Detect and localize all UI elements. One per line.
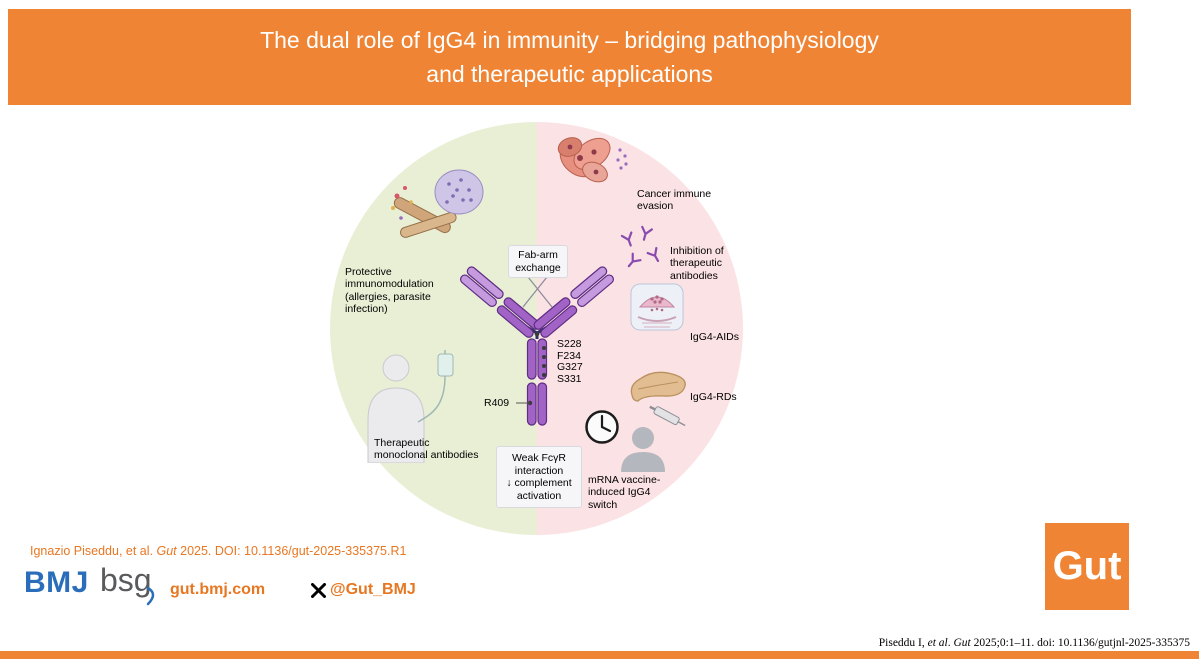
residue-s331-label: S331: [557, 373, 582, 386]
bottom-citation-author: Piseddu I,: [878, 637, 928, 649]
gut-journal-logo: Gut: [1045, 523, 1129, 610]
igg4-antibody-diagram: [460, 266, 614, 426]
residue-g327-label: G327: [557, 361, 583, 374]
fab-arm-exchange-box: Fab-arm exchange: [508, 245, 568, 279]
inhibition-therapeutic-antibodies-label: Inhibition of therapeutic antibodies: [670, 245, 724, 282]
bottom-citation-journal: Gut: [953, 637, 971, 649]
bmj-logo: BMJ: [24, 566, 89, 599]
pancreas-icon: [630, 371, 686, 402]
mrna-vaccine-switch-label: mRNA vaccine- induced IgG4 switch: [588, 474, 661, 511]
citation-authors: Ignazio Piseddu, et al.: [30, 544, 157, 558]
residue-f234-label: F234: [557, 349, 581, 362]
citation-journal: Gut: [156, 544, 177, 558]
vaccinated-person-icon: [621, 405, 686, 472]
bsg-logo: bsg: [100, 562, 152, 598]
bottom-citation-etal: et al: [927, 637, 948, 649]
gut-logo-text: Gut: [1052, 544, 1122, 588]
residue-r409-label: R409: [484, 397, 510, 409]
clock-icon: [585, 410, 619, 444]
therapeutic-antibodies-label: Therapeutic monoclonal antibodies: [374, 437, 479, 462]
cancer-cells-icon: [557, 137, 628, 183]
cancer-immune-evasion-label: Cancer immune evasion: [637, 188, 712, 213]
title-banner: The dual role of IgG4 in immunity – brid…: [8, 9, 1131, 105]
page-title: The dual role of IgG4 in immunity – brid…: [260, 26, 879, 88]
twitter-handle: @Gut_BMJ: [330, 581, 416, 598]
bottom-citation: Piseddu I, et al. Gut 2025;0:1–11. doi: …: [879, 637, 1190, 649]
bottom-accent-bar: [0, 651, 1199, 659]
antibody-cluster-icon: [620, 225, 660, 268]
residue-s228-label: S228: [557, 338, 582, 350]
citation-doi: 2025. DOI: 10.1136/gut-2025-335375.R1: [176, 544, 407, 558]
bottom-citation-sep: .: [947, 637, 954, 649]
syringe-icon: [649, 405, 686, 427]
citation-line: Ignazio Piseddu, et al. Gut 2025. DOI: 1…: [30, 544, 406, 558]
residue-labels: S228 F234 G327 S331: [557, 338, 583, 386]
patient-infusion-icon: [367, 350, 454, 463]
x-social-icon: [311, 583, 326, 598]
protective-immunomodulation-label: Protective immunomodulation (allergies, …: [345, 266, 434, 315]
igg4-rds-label: IgG4-RDs: [690, 391, 737, 403]
bottom-citation-doi: 2025;0:1–11. doi: 10.1136/gutjnl-2025-33…: [970, 637, 1190, 649]
bsg-logo-swash: [146, 586, 155, 606]
journal-website: gut.bmj.com: [170, 581, 266, 598]
weak-fcyr-box: Weak FcγR interaction ↓ complement activ…: [496, 446, 582, 509]
igg4-aids-label: IgG4-AIDs: [690, 331, 740, 343]
parasite-allergy-icon: [391, 169, 484, 238]
neuromuscular-junction-icon: [630, 283, 684, 331]
